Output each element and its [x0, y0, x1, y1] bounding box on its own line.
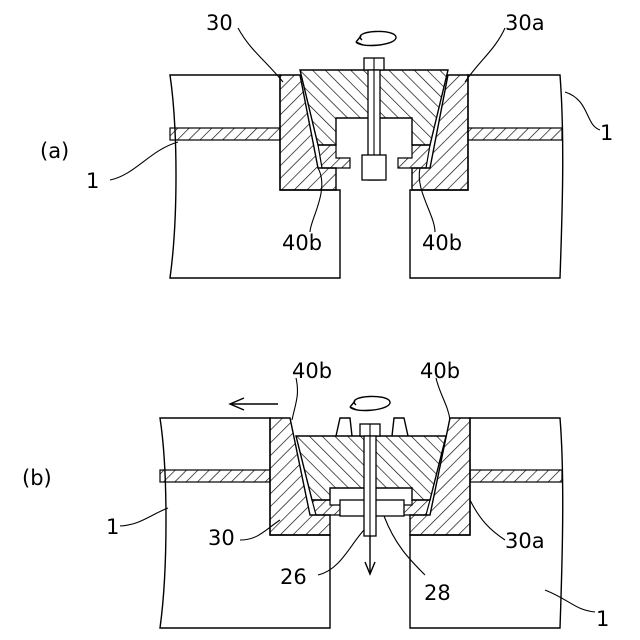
- rotation-arrow-icon: [356, 31, 396, 45]
- flange-40b-right: [398, 145, 430, 168]
- label-30a: 30a: [505, 11, 545, 35]
- base-stripe-left-b: [160, 470, 270, 482]
- label-1-left-b: 1: [106, 515, 119, 539]
- label-40b-left-b: 40b: [292, 359, 332, 383]
- panel-a: (a) 30 30a 1 1 40b 40b: [40, 11, 613, 278]
- panel-a-tag: (a): [40, 139, 69, 163]
- label-26: 26: [280, 565, 307, 589]
- base-stripe-left: [170, 128, 280, 140]
- panel-b: (b) 40b 40b 1 30 30a 26 28 1: [22, 359, 609, 631]
- screw-nut: [362, 155, 386, 180]
- label-40b-right-b: 40b: [420, 359, 460, 383]
- label-30a-b: 30a: [505, 529, 545, 553]
- label-1-right-b: 1: [596, 607, 609, 631]
- label-30-b: 30: [208, 526, 235, 550]
- label-28: 28: [424, 581, 451, 605]
- rotation-arrow-icon-b: [350, 396, 390, 410]
- flange-40b-left: [318, 145, 350, 168]
- label-1-left: 1: [86, 169, 99, 193]
- label-40b-left: 40b: [282, 231, 322, 255]
- panel-b-tag: (b): [22, 466, 52, 490]
- label-30: 30: [206, 11, 233, 35]
- label-1-right: 1: [600, 121, 613, 145]
- label-40b-right: 40b: [422, 231, 462, 255]
- base-stripe-right: [468, 128, 562, 140]
- base-stripe-right-b: [470, 470, 562, 482]
